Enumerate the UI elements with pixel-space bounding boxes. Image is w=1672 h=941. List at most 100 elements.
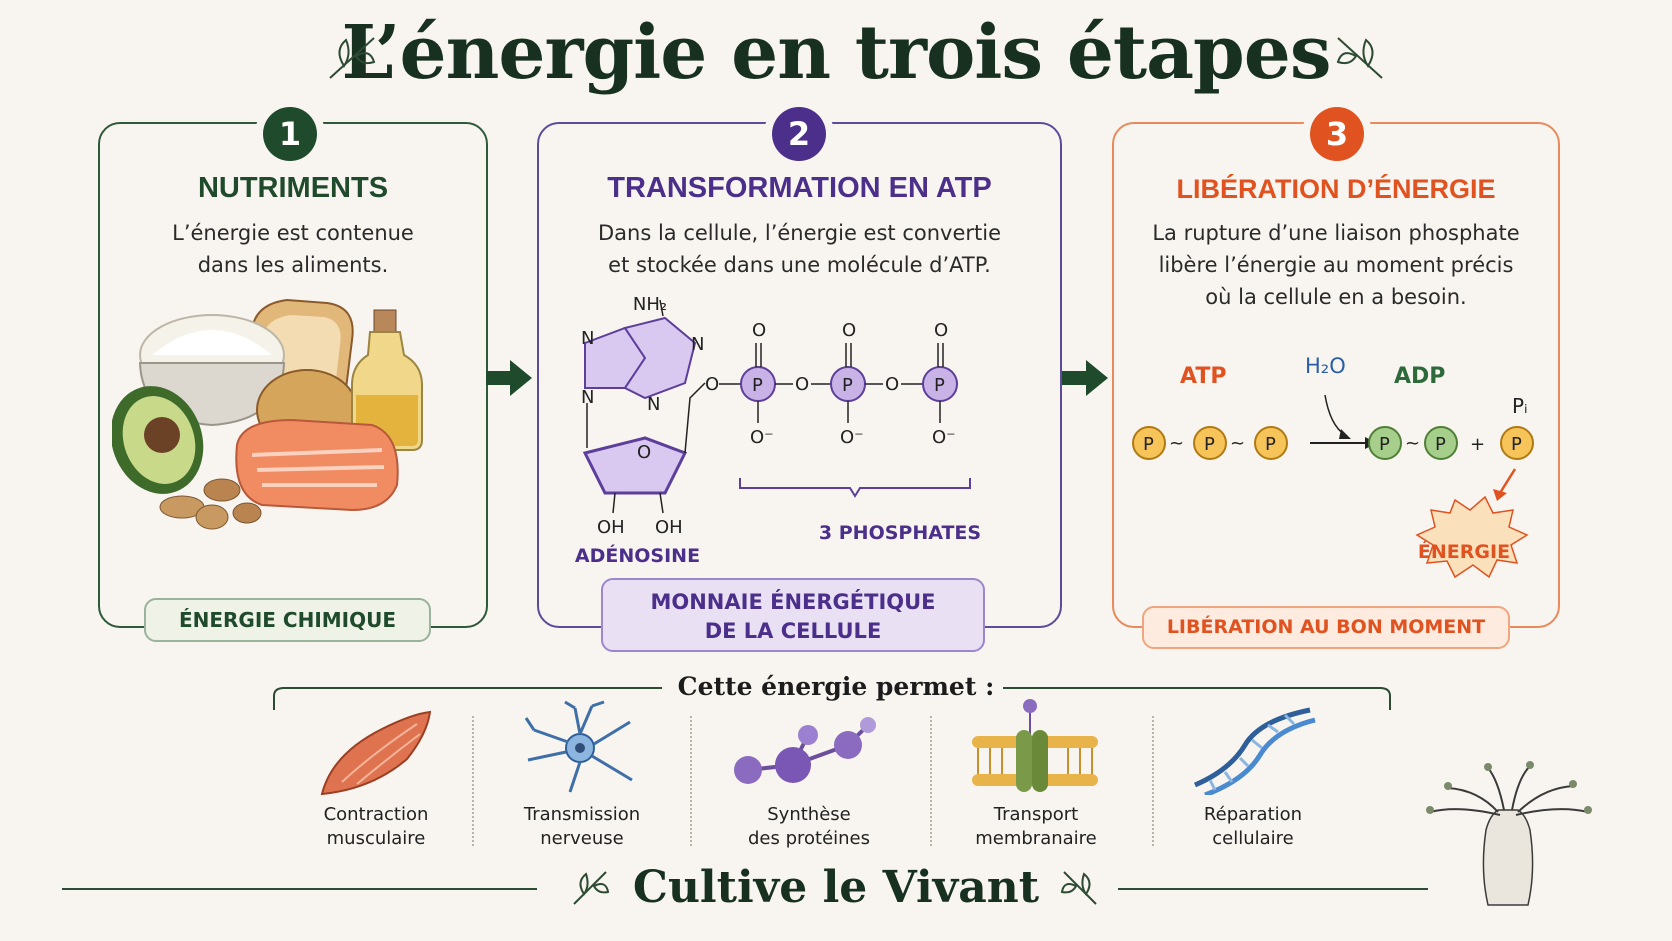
- use-label-line1: Transmission: [523, 804, 641, 825]
- step-1-number: 1: [263, 107, 317, 161]
- svg-text:O⁻: O⁻: [932, 427, 956, 448]
- leaf-ornament-icon: [1060, 871, 1097, 905]
- use-label-line1: Transport: [993, 804, 1079, 825]
- use-label-line2: musculaire: [326, 828, 426, 849]
- footer-rule: [1118, 888, 1428, 890]
- use-label-line2: cellulaire: [1212, 828, 1294, 849]
- food-illustration: [112, 298, 423, 530]
- use-label-repair: Réparation cellulaire: [1158, 803, 1348, 851]
- step-3-heading: LIBÉRATION D’ÉNERGIE: [1176, 174, 1496, 204]
- protein-icon: [734, 717, 876, 784]
- dna-icon: [1194, 707, 1316, 795]
- step-3-text-line3: où la cellule en a besoin.: [1205, 285, 1467, 309]
- step-2-heading: TRANSFORMATION EN ATP: [607, 172, 992, 204]
- svg-text:O⁻: O⁻: [750, 427, 774, 448]
- atp-label: ATP: [1180, 364, 1227, 389]
- svg-text:O⁻: O⁻: [840, 427, 864, 448]
- step-2-badge-line1: MONNAIE ÉNERGÉTIQUE: [650, 590, 936, 614]
- svg-text:+: +: [1470, 434, 1485, 455]
- step-2-badge-line2: DE LA CELLULE: [704, 619, 882, 643]
- footer-rule: [62, 888, 537, 890]
- svg-text:O: O: [842, 320, 856, 341]
- uses-title: Cette énergie permet :: [677, 672, 995, 701]
- baobab-tree-icon: [1426, 761, 1592, 906]
- footer-brand: Cultive le Vivant: [632, 862, 1040, 913]
- svg-text:P: P: [1379, 434, 1390, 455]
- svg-text:O: O: [637, 442, 651, 463]
- svg-text:O: O: [885, 374, 899, 395]
- salmon-icon: [235, 418, 399, 512]
- divider: [472, 716, 474, 846]
- use-label-line1: Contraction: [323, 804, 429, 825]
- phosphate-group: P O O⁻: [830, 320, 866, 448]
- use-label-line2: membranaire: [975, 828, 1097, 849]
- svg-text:P: P: [1511, 434, 1522, 455]
- step-2-number: 2: [772, 107, 826, 161]
- svg-text:P: P: [934, 375, 945, 396]
- water-label: H₂O: [1305, 354, 1346, 378]
- use-label-protein: Synthèse des protéines: [714, 803, 904, 851]
- svg-text:P: P: [842, 375, 853, 396]
- step-3-text-line1: La rupture d’une liaison phosphate: [1152, 221, 1520, 245]
- atp-hydrolysis-diagram: P ~ P ~ P P ~ P + P: [1132, 394, 1534, 579]
- svg-text:P: P: [752, 375, 763, 396]
- svg-text:O: O: [752, 320, 766, 341]
- use-label-line1: Réparation: [1203, 804, 1303, 825]
- divider: [1152, 716, 1154, 846]
- use-label-line2: des protéines: [747, 828, 871, 849]
- svg-text:P: P: [1204, 434, 1215, 455]
- step-1-heading: NUTRIMENTS: [197, 172, 389, 204]
- arrow-right-icon: [486, 360, 532, 396]
- leaf-ornament-icon: [1336, 37, 1383, 79]
- svg-text:P: P: [1435, 434, 1446, 455]
- svg-text:OH: OH: [655, 517, 683, 538]
- leaf-ornament-icon: [573, 871, 610, 905]
- svg-text:N: N: [581, 328, 594, 349]
- svg-text:O: O: [795, 374, 809, 395]
- energy-label: ÉNERGIE: [1417, 541, 1511, 563]
- pi-label: Pᵢ: [1512, 394, 1528, 418]
- svg-text:OH: OH: [597, 517, 625, 538]
- svg-text:N: N: [691, 334, 704, 355]
- svg-text:~: ~: [1230, 433, 1245, 454]
- use-label-membrane: Transport membranaire: [941, 803, 1131, 851]
- divider: [690, 716, 692, 846]
- atp-molecule-diagram: NH₂ N N N N O OH OH O P O O⁻ O P O O⁻ O …: [581, 294, 971, 538]
- leaf-ornament-icon: [329, 37, 376, 79]
- step-2-text-line1: Dans la cellule, l’énergie est convertie: [597, 221, 1002, 245]
- step-1-text-line1: L’énergie est contenue: [172, 221, 414, 245]
- step-1-badge: ÉNERGIE CHIMIQUE: [144, 598, 431, 642]
- phosphate-group: P O O⁻: [922, 320, 958, 448]
- step-1-text-line2: dans les aliments.: [197, 253, 389, 277]
- muscle-icon: [320, 710, 432, 796]
- svg-text:N: N: [647, 394, 660, 415]
- divider: [930, 716, 932, 846]
- svg-text:P: P: [1265, 434, 1276, 455]
- use-label-line1: Synthèse: [767, 804, 851, 825]
- step-3-text-line2: libère l’énergie au moment précis: [1158, 253, 1514, 277]
- step-3-number: 3: [1310, 107, 1364, 161]
- neuron-icon: [524, 700, 633, 793]
- svg-text:O: O: [705, 374, 719, 395]
- step-2-badge: MONNAIE ÉNERGÉTIQUE DE LA CELLULE: [601, 578, 985, 652]
- adp-label: ADP: [1394, 364, 1446, 389]
- page-title: L’énergie en trois étapes: [341, 10, 1331, 96]
- energy-burst-icon: [1415, 495, 1529, 579]
- phosphate-group: P O O⁻: [740, 320, 776, 448]
- membrane-icon: [972, 699, 1098, 792]
- svg-text:N: N: [581, 387, 594, 408]
- nuts-icon: [159, 478, 262, 530]
- uses-bracket: [273, 687, 1391, 710]
- svg-text:NH₂: NH₂: [633, 294, 667, 315]
- use-label-line2: nerveuse: [540, 828, 624, 849]
- avocado-icon: [112, 386, 204, 494]
- svg-text:~: ~: [1405, 433, 1420, 454]
- phosphates-label: 3 PHOSPHATES: [818, 522, 982, 544]
- step-3-badge: LIBÉRATION AU BON MOMENT: [1142, 606, 1510, 649]
- step-2-text-line2: et stockée dans une molécule d’ATP.: [608, 253, 991, 277]
- use-label-muscle: Contraction musculaire: [281, 803, 471, 851]
- adenosine-label: ADÉNOSINE: [574, 545, 701, 567]
- use-label-nerve: Transmission nerveuse: [487, 803, 677, 851]
- svg-text:P: P: [1143, 434, 1154, 455]
- svg-text:O: O: [934, 320, 948, 341]
